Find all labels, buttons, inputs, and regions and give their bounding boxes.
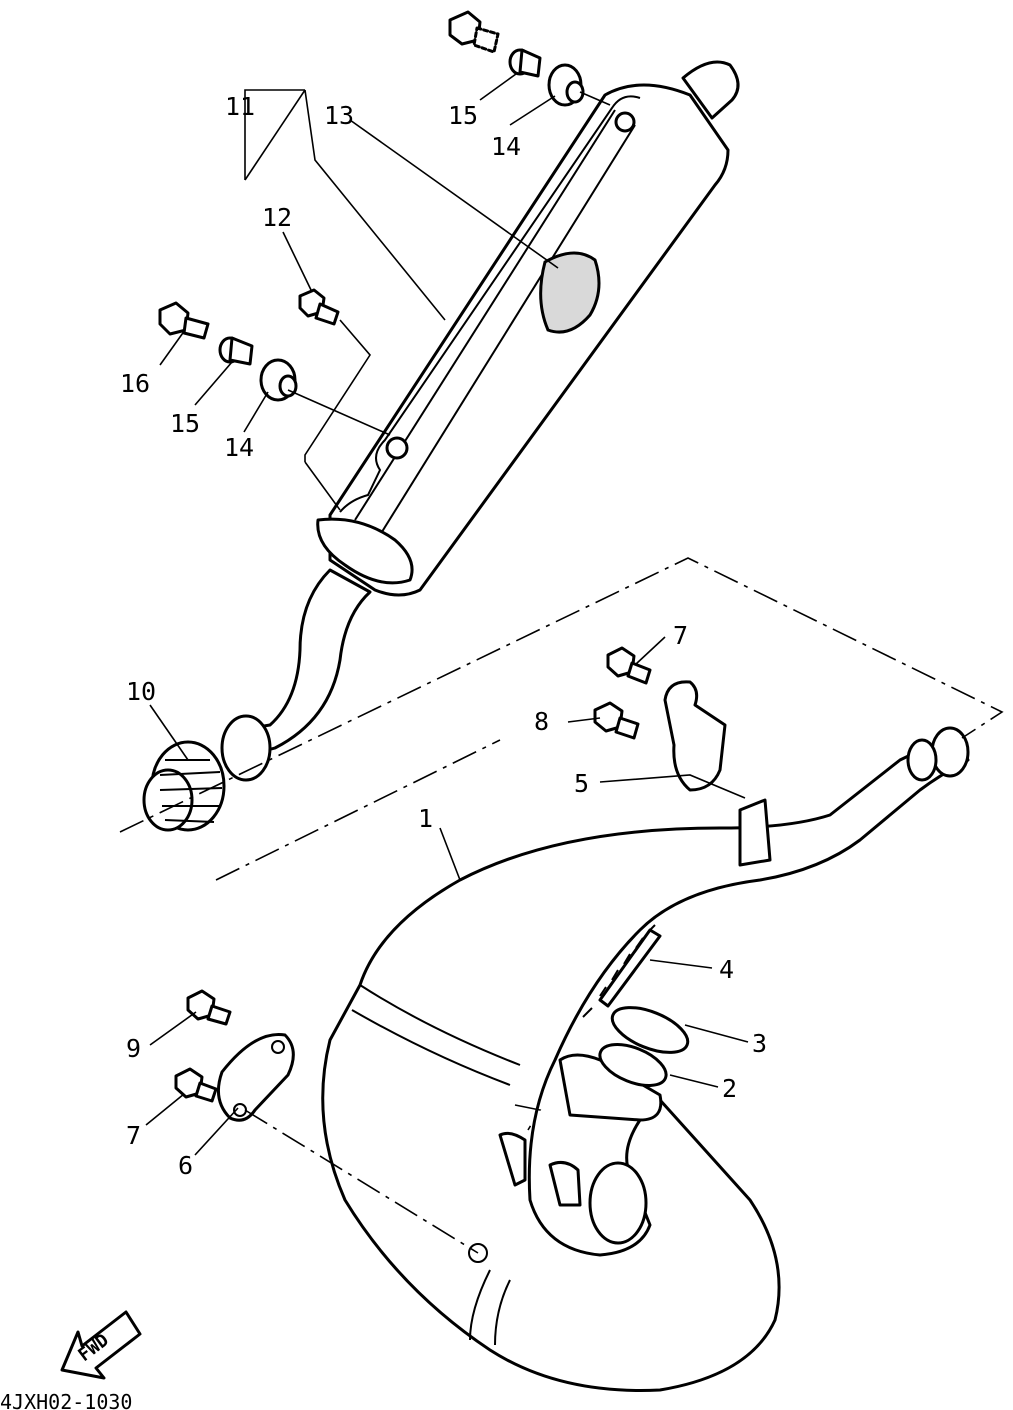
callout-10: 10 — [126, 677, 156, 706]
bracket-6 — [216, 1032, 295, 1122]
callout-12: 12 — [262, 203, 292, 232]
muffler-label-plate — [539, 251, 601, 334]
callout-1: 1 — [418, 804, 433, 833]
silencer-joint-seal — [142, 740, 226, 832]
callout-9: 9 — [126, 1034, 141, 1063]
spring-body — [598, 928, 662, 1008]
callout-13: 13 — [324, 101, 354, 130]
fwd-arrow-icon: FWD — [60, 1310, 142, 1380]
collar-icon — [218, 48, 542, 366]
callout-5: 5 — [574, 769, 589, 798]
assembly-line-spring — [514, 1104, 542, 1131]
o-ring — [610, 1006, 690, 1054]
exhaust-chamber — [321, 726, 970, 1392]
assembly-line-bracket — [244, 1109, 479, 1254]
callout-6: 6 — [178, 1151, 193, 1180]
assembly-line-mount — [215, 739, 501, 881]
callout-7a: 7 — [673, 621, 688, 650]
callout-15b: 15 — [170, 409, 200, 438]
muffler — [316, 60, 740, 597]
callout-15a: 15 — [448, 101, 478, 130]
grommet-icon — [259, 63, 585, 402]
callout-7b: 7 — [126, 1121, 141, 1150]
spring — [582, 924, 656, 1018]
muffler-inlet-pipe — [220, 568, 372, 782]
callout-leaders — [145, 73, 749, 1156]
bolt-icon — [158, 10, 652, 1103]
callout-16: 16 — [120, 369, 150, 398]
callout-14b: 14 — [224, 433, 254, 462]
callout-8: 8 — [534, 707, 549, 736]
callout-4: 4 — [719, 955, 734, 984]
bracket-5 — [663, 680, 727, 792]
callout-3: 3 — [752, 1029, 767, 1058]
callout-11: 11 — [225, 92, 255, 121]
page-code: 4JXH02-1030 — [0, 1392, 133, 1410]
callout-14a: 14 — [491, 132, 521, 161]
assembly-line-muffler — [119, 557, 1004, 833]
gasket — [598, 1042, 668, 1088]
callout-2: 2 — [722, 1074, 737, 1103]
